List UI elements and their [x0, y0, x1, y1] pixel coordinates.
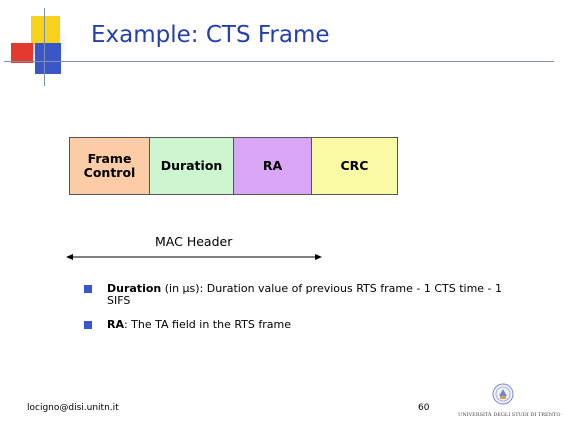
footer-email: locigno@disi.unitn.it — [27, 403, 119, 413]
university-logo-text: UNIVERSITÀ DEGLI STUDI DI TRENTO — [458, 412, 561, 418]
bullet-list: Duration (in µs): Duration value of prev… — [81, 283, 521, 343]
page-number: 60 — [418, 403, 430, 413]
frame-field-crc-label: CRC — [340, 158, 369, 173]
frame-field-duration-label: Duration — [160, 158, 223, 173]
bullet-ra-term: RA — [107, 318, 124, 331]
frame-field-duration: Duration — [150, 137, 234, 195]
frame-field-frame-control: Frame Control — [69, 137, 150, 195]
bullet-duration-text: s): Duration value of previous RTS frame… — [107, 282, 503, 307]
cts-frame-diagram: Frame Control Duration RA CRC — [69, 137, 398, 195]
bullet-ra-text: : The TA field in the RTS frame — [123, 318, 291, 331]
frame-field-frame-control-label: Frame Control — [84, 152, 136, 180]
bullet-item-duration: Duration (in µs): Duration value of prev… — [81, 283, 521, 307]
university-seal-icon — [492, 383, 514, 405]
bullet-square-icon — [84, 285, 92, 293]
decorative-vertical-line — [44, 8, 45, 86]
mac-header-label: MAC Header — [155, 234, 233, 249]
bullet-duration-term: Duration — [107, 282, 162, 295]
decorative-red-square — [11, 43, 33, 63]
frame-field-ra: RA — [234, 137, 312, 195]
bullet-square-icon — [84, 321, 92, 329]
bullet-item-ra: RA: The TA field in the RTS frame — [81, 319, 521, 331]
decorative-blue-square — [35, 43, 61, 74]
bullet-duration-pre: (in — [161, 282, 183, 295]
frame-control-line1: Frame — [87, 151, 132, 166]
frame-field-crc: CRC — [312, 137, 398, 195]
frame-field-ra-label: RA — [262, 158, 283, 173]
frame-control-line2: Control — [83, 165, 136, 180]
mac-header-double-arrow — [66, 254, 322, 260]
bullet-duration-mu: µ — [182, 282, 190, 295]
decorative-yellow-square — [31, 16, 60, 45]
slide-title: Example: CTS Frame — [91, 22, 330, 48]
title-divider-line — [4, 61, 554, 62]
